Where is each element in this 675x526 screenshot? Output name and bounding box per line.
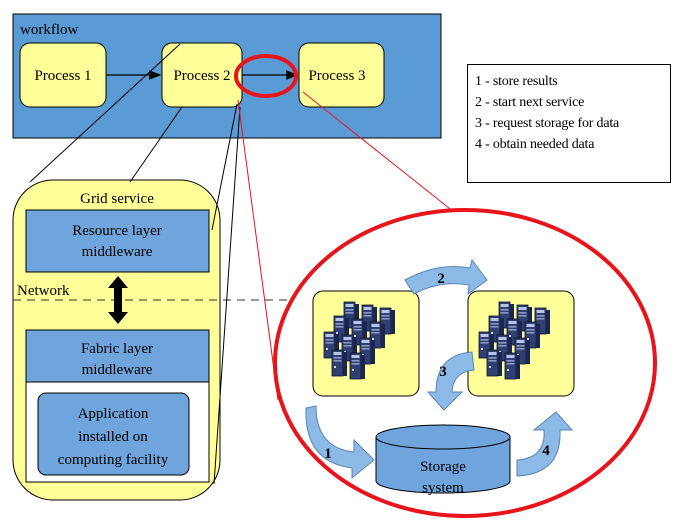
storage-line2: system <box>422 480 464 496</box>
legend-item-3: 3 - request storage for data <box>475 116 620 131</box>
workflow-title: workflow <box>20 22 78 38</box>
step-1-arrow <box>305 405 375 480</box>
step-1-label: 1 <box>324 446 332 462</box>
connector-line-d <box>213 106 241 485</box>
connector-line-a <box>29 43 181 183</box>
storage-line1: Storage <box>420 459 466 475</box>
fabric-layer-line1: Fabric layer <box>81 341 153 357</box>
network-label: Network <box>17 283 70 299</box>
process-3-label: Process 3 <box>308 68 365 84</box>
application-line1: Application <box>78 406 149 422</box>
application-line2: installed on <box>78 429 148 445</box>
step-4-arrow <box>516 411 574 477</box>
zoom-line-left <box>237 99 279 401</box>
fabric-layer-line2: middleware <box>82 362 153 378</box>
step-2-arrow <box>404 258 488 296</box>
highlight-ellipse-small <box>234 54 298 98</box>
resource-layer-line1: Resource layer <box>72 223 162 239</box>
connector-line-c <box>211 103 238 231</box>
process-1-label: Process 1 <box>34 68 91 84</box>
step-4-label: 4 <box>542 443 550 459</box>
connector-line-b <box>129 106 183 183</box>
step-2-label: 2 <box>437 271 445 287</box>
application-line3: computing facility <box>58 452 169 468</box>
legend-item-2: 2 - start next service <box>475 95 585 110</box>
step-3-label: 3 <box>439 364 447 380</box>
resource-layer-line2: middleware <box>82 244 153 260</box>
network-double-arrow <box>108 276 128 324</box>
step-3-arrow <box>426 351 475 411</box>
legend-item-1: 1 - store results <box>475 74 558 89</box>
fabric-layer-box <box>25 329 210 383</box>
process-2-label: Process 2 <box>173 68 230 84</box>
process-3-box <box>298 42 385 108</box>
legend-item-4: 4 - obtain needed data <box>475 137 595 152</box>
storage-cylinder <box>375 424 511 494</box>
resource-layer-box <box>25 209 210 273</box>
application-box <box>37 392 190 476</box>
grid-service-title: Grid service <box>80 191 154 207</box>
legend-box: 1 - store results 2 - start next service… <box>467 64 671 183</box>
